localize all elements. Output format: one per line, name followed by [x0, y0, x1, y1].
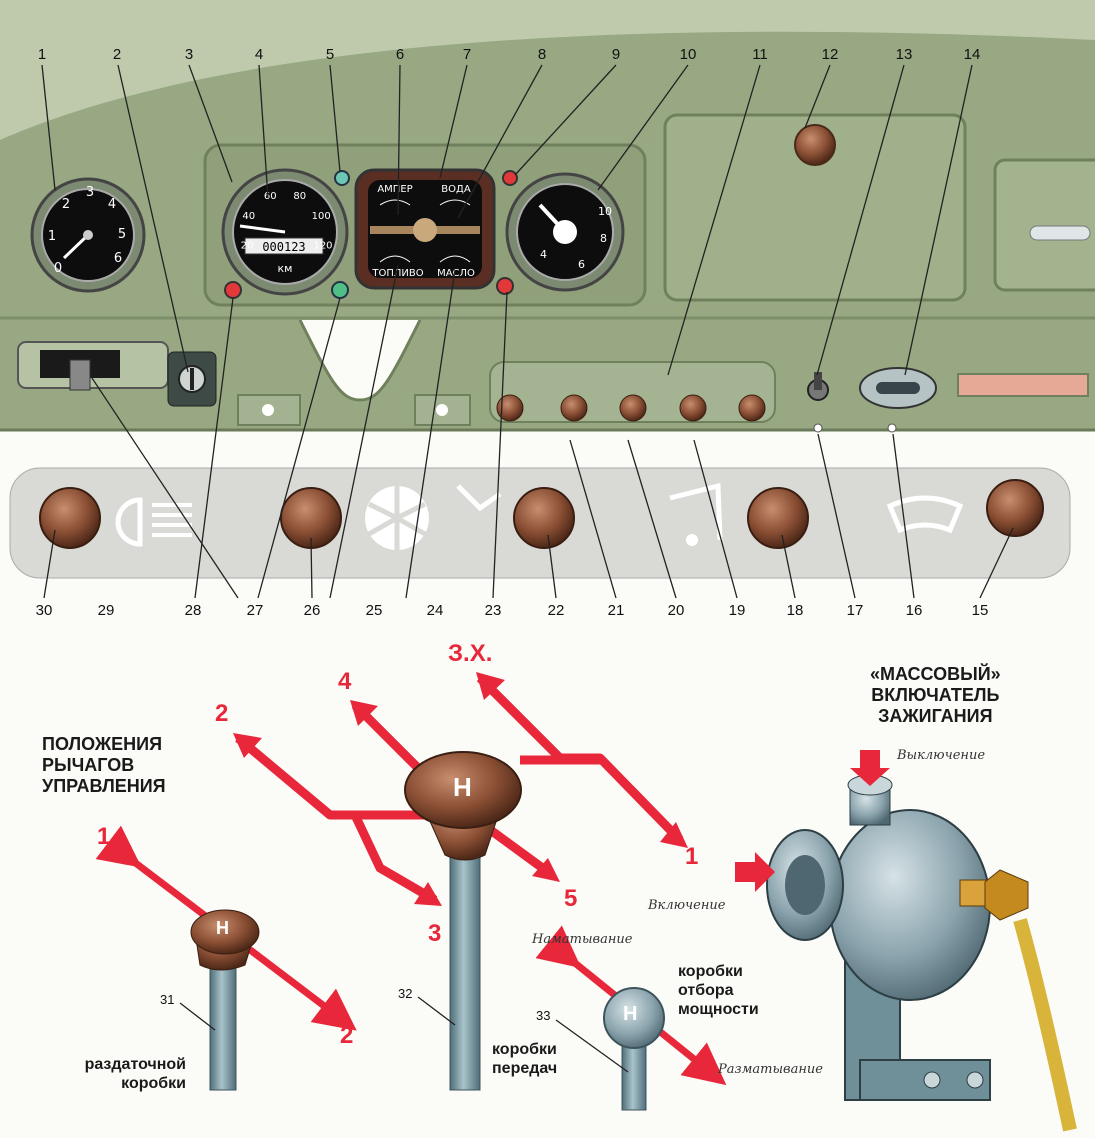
pto-lever — [535, 925, 727, 1111]
callout-3: 3 — [184, 46, 194, 63]
callout-28: 28 — [184, 602, 202, 619]
gear-pos-1: 1 — [685, 843, 699, 870]
combination-gauge: АМПЕР ВОДА ТОПЛИВО МАСЛО — [354, 168, 496, 290]
speed-tick-label: 80 — [293, 191, 306, 202]
speed-tick-label: 20 — [241, 240, 254, 251]
callout-2: 2 — [112, 46, 122, 63]
callout-16: 16 — [905, 602, 923, 619]
lever-number-32: 32 — [398, 986, 413, 1001]
ammeter-label: АМПЕР — [377, 184, 412, 195]
speedometer: 000123 км 20 40 60 80 100 120 — [221, 168, 349, 296]
leader-lines — [41, 64, 1014, 599]
speed-tick-label: 40 — [242, 211, 255, 222]
callout-23: 23 — [484, 602, 502, 619]
gearbox-lever — [404, 751, 522, 1091]
callout-7: 7 — [462, 46, 472, 63]
gear-pos-2: 2 — [215, 700, 229, 727]
callout-10: 10 — [679, 46, 697, 63]
callout-17: 17 — [846, 602, 864, 619]
transfer-case-lever — [95, 825, 357, 1091]
svg-text:3: 3 — [86, 185, 94, 200]
oil-label: МАСЛО — [437, 268, 475, 279]
callout-14: 14 — [963, 46, 981, 63]
svg-text:6: 6 — [114, 251, 122, 266]
callout-11: 11 — [752, 46, 768, 63]
gear-pos-reverse: З.Х. — [448, 640, 493, 667]
oil-pressure-gauge: 0 1 2 3 4 5 6 — [30, 177, 146, 293]
callout-19: 19 — [728, 602, 746, 619]
callout-22: 22 — [547, 602, 565, 619]
svg-text:2: 2 — [62, 197, 70, 212]
fuel-label: ТОПЛИВО — [371, 268, 423, 279]
positions-title: ПОЛОЖЕНИЯ РЫЧАГОВ УПРАВЛЕНИЯ — [42, 734, 166, 796]
km-label: км — [278, 262, 293, 275]
svg-text:8: 8 — [600, 232, 607, 245]
gear-pos-5: 5 — [564, 885, 578, 912]
gear-pos-3: 3 — [428, 920, 442, 947]
svg-text:4: 4 — [108, 197, 116, 212]
transfer-case-label: раздаточной коробки — [84, 1056, 186, 1092]
unwind-label: Разматывание — [718, 1062, 823, 1077]
svg-text:1: 1 — [48, 229, 56, 244]
callout-26: 26 — [303, 602, 321, 619]
callout-20: 20 — [667, 602, 685, 619]
battery-master-switch — [735, 750, 1077, 1132]
svg-text:10: 10 — [598, 205, 612, 218]
transfer-pos-1: 1 — [97, 823, 111, 850]
callout-8: 8 — [537, 46, 547, 63]
lever-number-33: 33 — [536, 1008, 551, 1023]
svg-text:0: 0 — [54, 261, 62, 276]
gearbox-arrowheads — [233, 672, 688, 906]
callout-12: 12 — [821, 46, 839, 63]
callout-15: 15 — [971, 602, 989, 619]
callout-6: 6 — [395, 46, 405, 63]
callout-1: 1 — [37, 46, 47, 63]
callout-13: 13 — [895, 46, 913, 63]
svg-text:4: 4 — [540, 248, 547, 261]
callout-21: 21 — [607, 602, 625, 619]
odometer: 000123 — [262, 240, 305, 254]
svg-text:5: 5 — [118, 227, 126, 242]
lever-number-31: 31 — [160, 992, 175, 1007]
pto-label: коробки отбора мощности — [678, 963, 759, 1018]
callout-5: 5 — [325, 46, 335, 63]
speed-tick-label: 120 — [313, 240, 332, 251]
callout-30: 30 — [35, 602, 53, 619]
gear-pos-4: 4 — [338, 668, 352, 695]
callout-27: 27 — [246, 602, 264, 619]
wind-label: Наматывание — [532, 932, 633, 947]
off-label: Выключение — [897, 748, 986, 763]
knob-letter-pto: Н — [623, 1003, 638, 1025]
speed-tick-label: 60 — [264, 191, 277, 202]
clock: 10 8 4 6 — [505, 172, 625, 292]
callout-25: 25 — [365, 602, 383, 619]
water-temp-label: ВОДА — [441, 184, 471, 195]
callout-18: 18 — [786, 602, 804, 619]
callout-4: 4 — [254, 46, 264, 63]
switch-strip-enlarged — [9, 467, 1071, 579]
dash-knobs — [496, 394, 766, 422]
on-label: Включение — [648, 898, 726, 913]
lever-leaders — [179, 996, 629, 1073]
callout-9: 9 — [611, 46, 621, 63]
switch-title: «МАССОВЫЙ» ВКЛЮЧАТЕЛЬ ЗАЖИГАНИЯ — [870, 664, 1001, 726]
transfer-pos-2: 2 — [340, 1022, 354, 1049]
callout-29: 29 — [97, 602, 115, 619]
callout-24: 24 — [426, 602, 444, 619]
knob-letter-gear: Н — [453, 772, 472, 802]
svg-text:6: 6 — [578, 258, 585, 271]
speed-tick-label: 100 — [312, 211, 331, 222]
gearbox-label: коробки передач — [492, 1041, 558, 1077]
knob-letter-transfer: Н — [216, 918, 229, 938]
